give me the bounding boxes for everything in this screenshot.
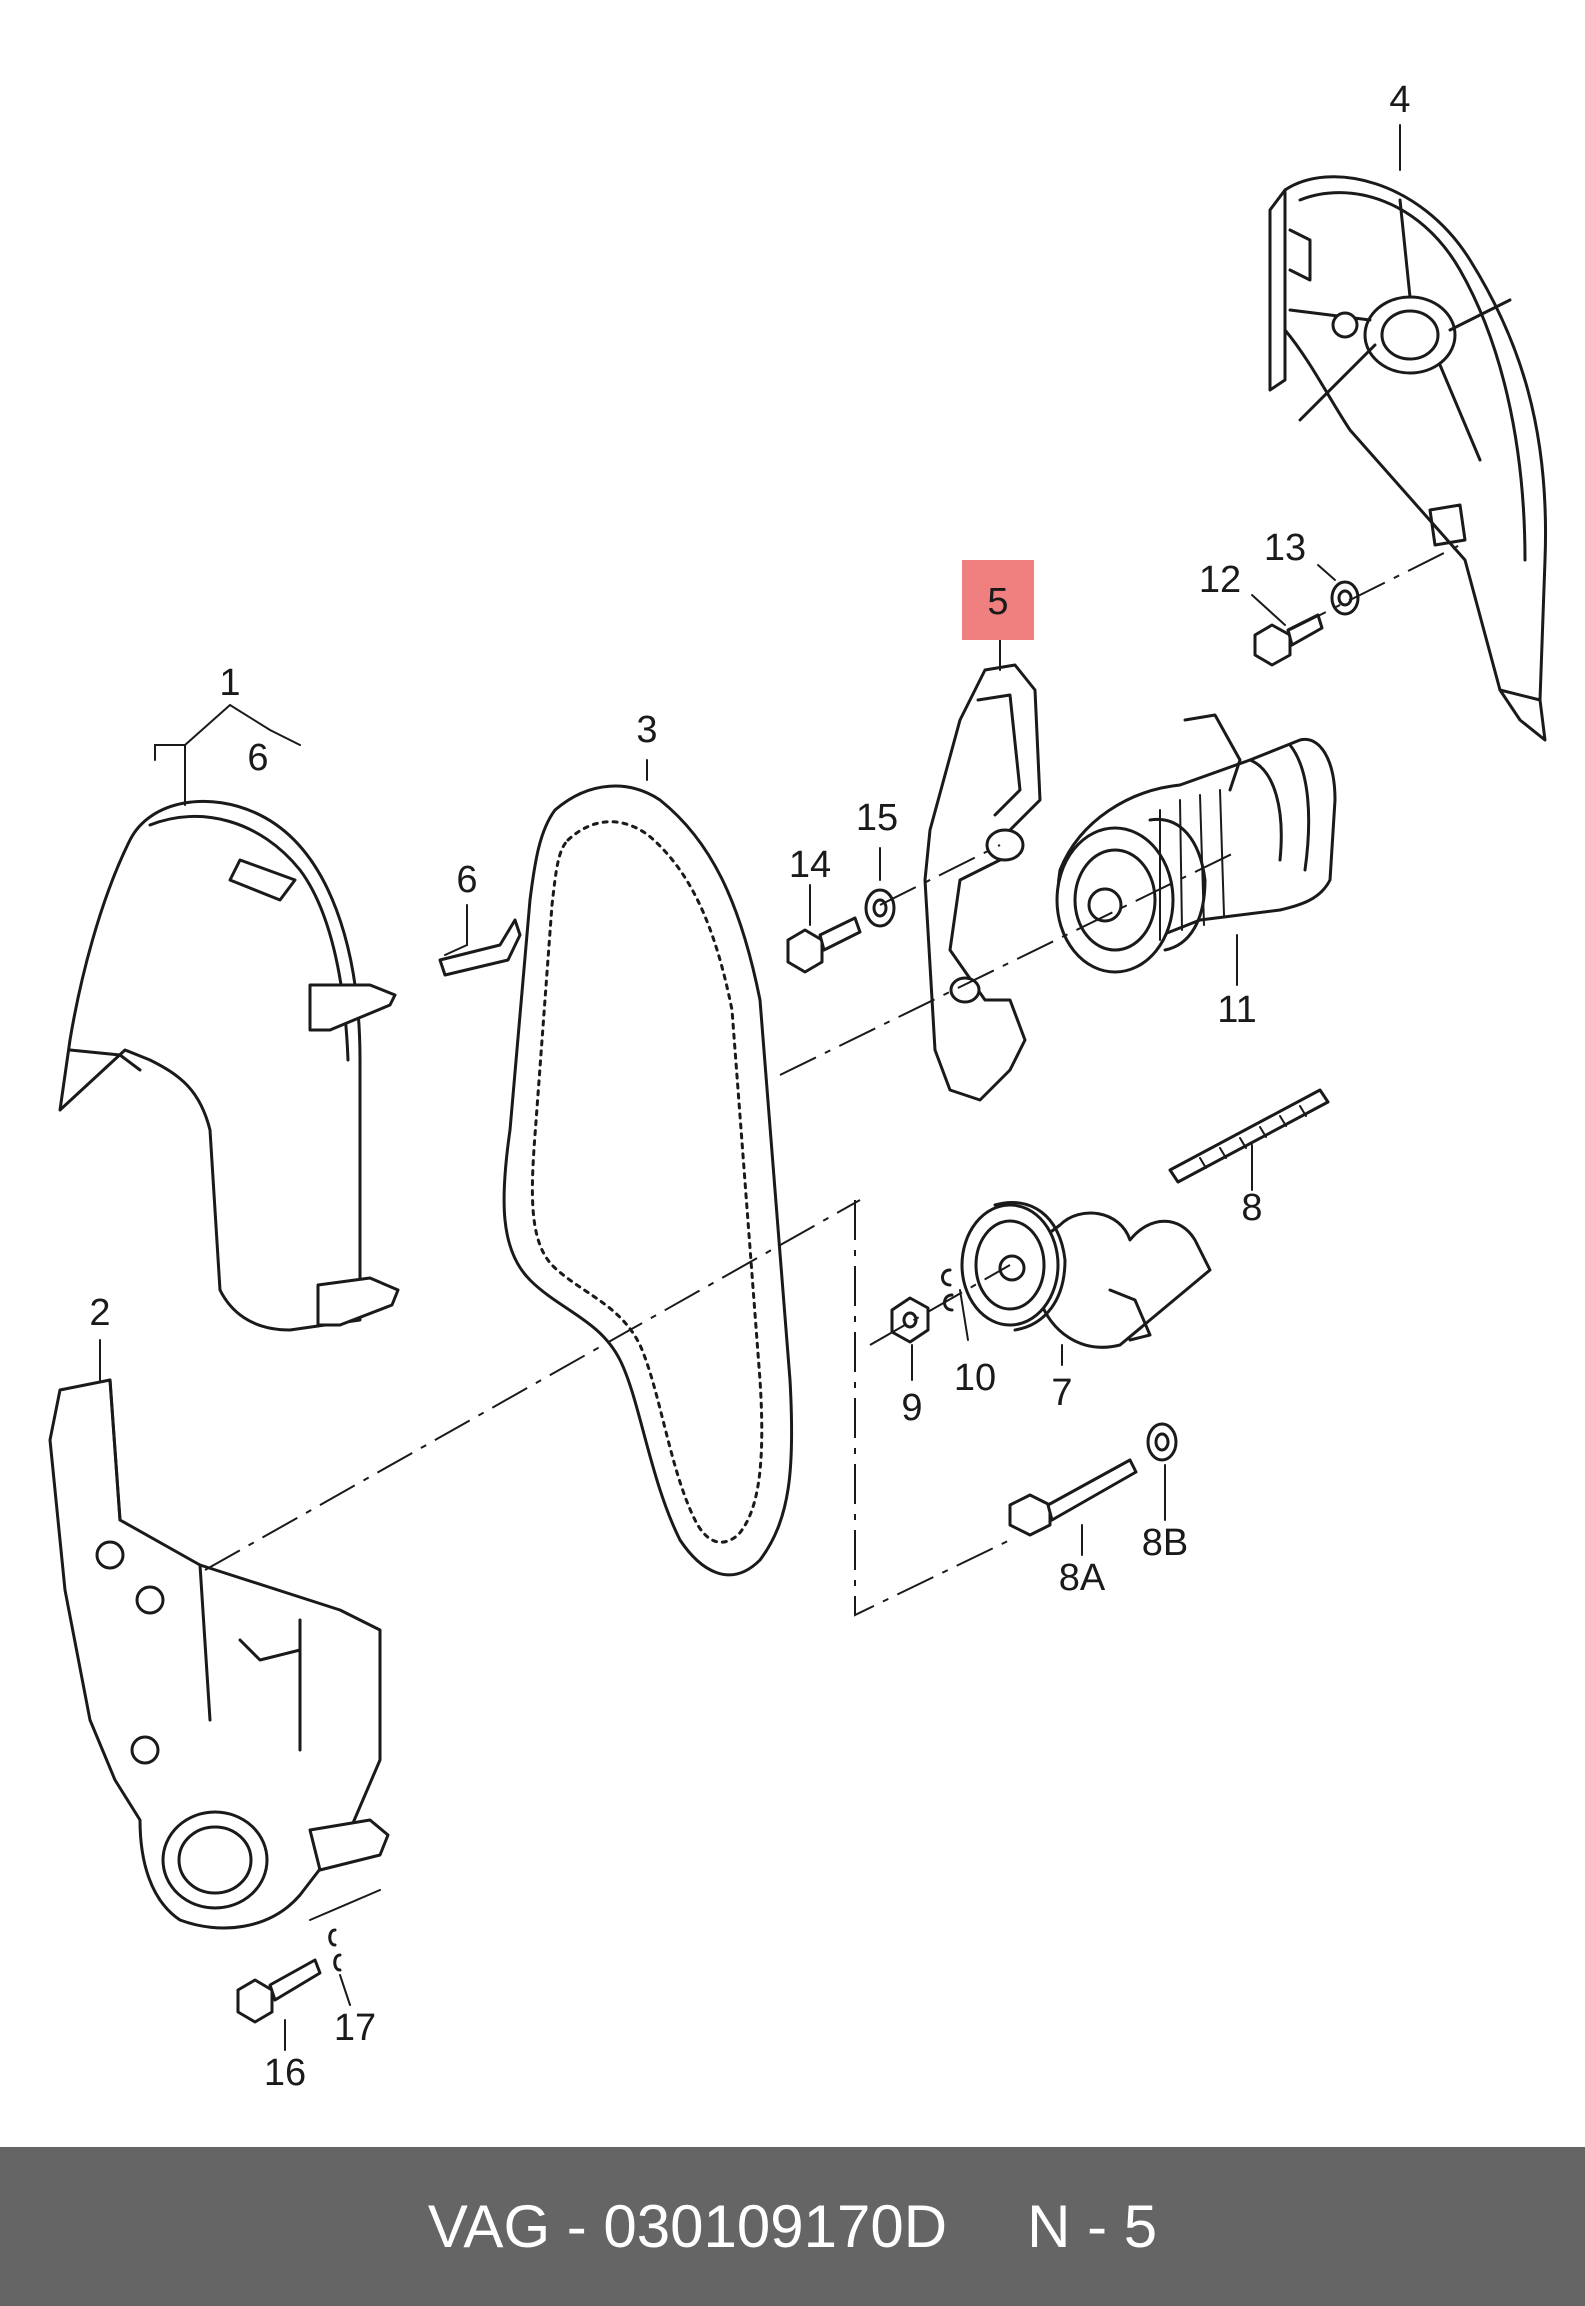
part-number: VAG - 030109170D [427,2193,948,2260]
part-7-tensioner [960,1200,1212,1349]
part-6-clip [438,918,522,977]
part-17-clip [328,1928,342,1972]
callout-7: 7 [1051,1372,1072,1414]
part-8a-bolt [1008,1458,1138,1537]
diagram-position: N - 5 [1027,2193,1158,2260]
callouts: 1 6 2 3 4 5 6 7 8 8A 8B 9 10 11 12 13 14… [89,79,1410,2094]
callout-9: 9 [901,1387,922,1429]
highlight-box [962,560,1034,640]
callout-10: 10 [954,1357,996,1399]
part-3-timing-belt [502,784,794,1577]
part-14-bolt [786,916,862,974]
part-12-bolt [1253,613,1324,667]
callout-5: 5 [987,581,1008,623]
part-2-lower-cover [48,1378,390,1930]
exploded-parts-diagram: 1 6 2 3 4 5 6 7 8 8A 8B 9 10 11 12 13 14… [48,79,1548,2094]
leader-lines [99,124,1401,2051]
part-8-stud [1168,1088,1330,1184]
callout-16: 16 [264,2052,306,2094]
part-1-upper-cover [58,799,400,1332]
callout-4: 4 [1389,79,1410,121]
callout-15: 15 [856,797,898,839]
part-8b-washer [1146,1422,1178,1462]
callout-1: 1 [219,662,240,704]
callout-11: 11 [1217,989,1256,1031]
alignment-lines [204,544,1461,1617]
callout-6-clip: 6 [456,859,477,901]
callout-6-upper: 6 [247,737,268,779]
part-4-rear-cover [1268,175,1548,742]
callout-13: 13 [1264,527,1306,569]
part-11-water-pump [1055,713,1337,974]
part-15-washer [864,888,896,928]
part-9-nut [890,1296,930,1344]
callout-17: 17 [334,2007,376,2049]
callout-8b: 8B [1142,1522,1188,1564]
callout-2: 2 [89,1292,110,1334]
callout-14: 14 [789,844,831,886]
callout-3: 3 [636,709,657,751]
part-5-rear-plate [923,663,1042,1102]
part-10-clip [941,1268,954,1312]
callout-8a: 8A [1059,1557,1106,1599]
part-number-footer: VAG - 030109170D N - 5 [0,2147,1585,2306]
callout-12: 12 [1199,559,1241,601]
callout-8: 8 [1241,1187,1262,1229]
part-16-bolt [236,1958,322,2024]
